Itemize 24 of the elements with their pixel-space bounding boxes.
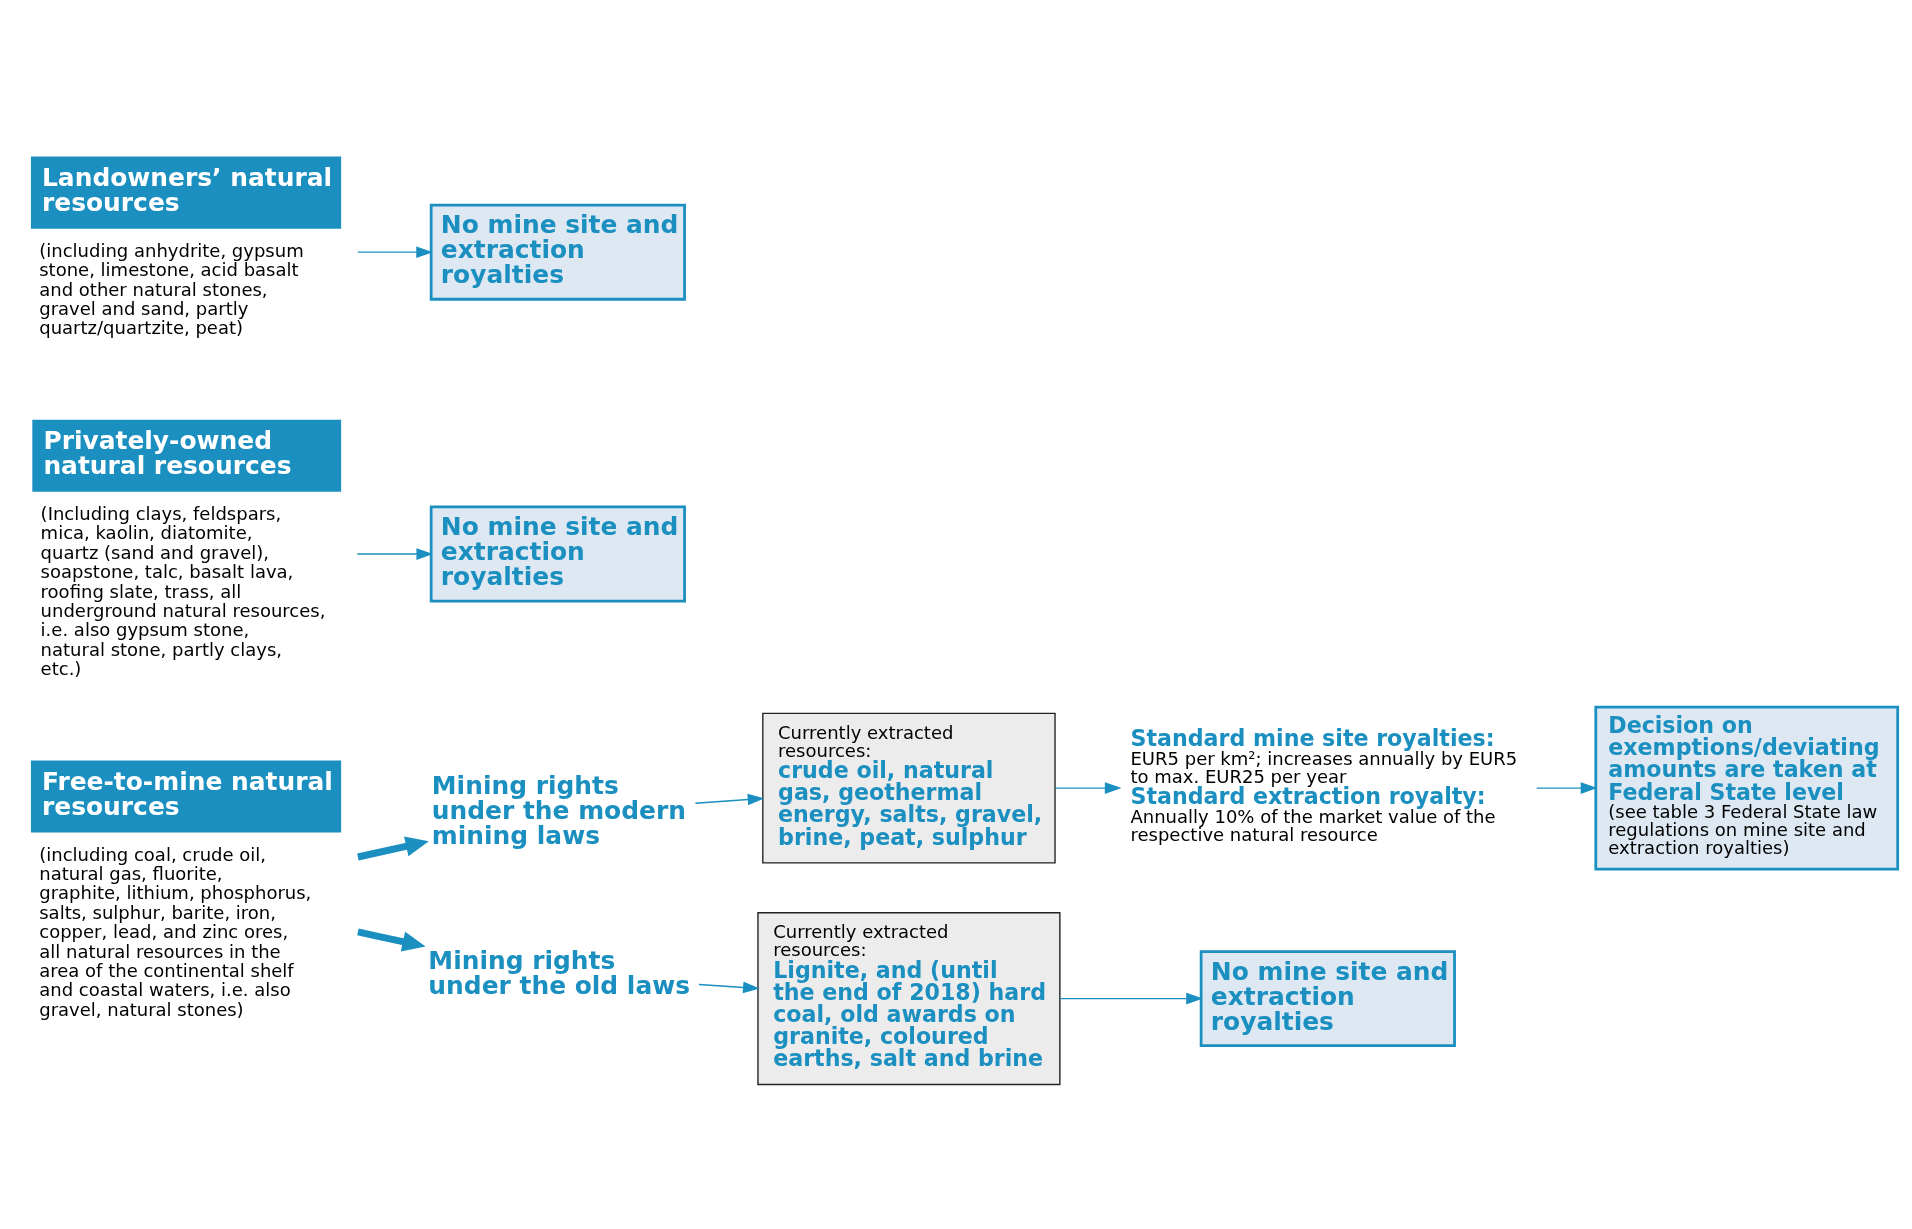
arrow <box>356 547 434 560</box>
arrow <box>357 927 426 952</box>
arrow <box>698 981 760 993</box>
arrow <box>1059 992 1203 1004</box>
node-label: (including anhydrite, gypsum stone, limestone, acid basalt and other natural stones, gravel and sand, partly quartz/quartzite, peat) <box>39 239 304 338</box>
node-text: Mining rights under the modern mining laws <box>431 770 686 850</box>
node-box: Free-to-mine natural resources <box>30 759 342 832</box>
node-box: Currently extracted resources: crude oil, natural gas, geothermal energy, salts, gravel, brine, peat, sulphur <box>762 712 1056 864</box>
node-box: No mine site and extraction royalties <box>429 505 686 603</box>
node-box: Decision on exemptions/deviating amounts are taken at Federal State level (see table 3 Federal State law regulations on mine site and extraction royalties) <box>1594 705 1900 870</box>
arrow <box>1054 781 1122 794</box>
node-box: No mine site and extraction royalties <box>1199 949 1456 1047</box>
node-box: No mine site and extraction royalties <box>429 203 686 301</box>
node-box: Landowners’ natural resources <box>30 156 342 229</box>
node-label: (Including clays, feldspars, mica, kaolin, diatomite, quartz (sand and gravel), soapstone, talc, basalt lava, roofing slate, trass, all underground natural resources, i.e. also gypsum stone, natural stone, partly clays, etc.) <box>40 502 326 679</box>
arrow <box>694 793 765 805</box>
node-box: Privately-owned natural resources <box>32 419 342 492</box>
node-text: Standard mine site royalties: EUR5 per km²; increases annually by EUR5 to max. EUR25 per year Standard extraction royalty: Annually 10% of the market value of the respective natural resource <box>1130 724 1518 845</box>
node-box: Currently extracted resources: Lignite, and (until the end of 2018) hard coal, old awards on granite, coloured earths, salt and brine <box>757 911 1061 1085</box>
arrow <box>357 245 433 258</box>
arrow <box>1536 781 1598 794</box>
node-label: (including coal, crude oil, natural gas, fluorite, graphite, lithium, phosphorus, salts, sulphur, barite, iron, copper, lead, and zinc ores, all natural resources in the area of the continental shelf and coastal waters, i.e. also gravel, natural stones) <box>39 843 312 1020</box>
arrow <box>357 835 429 860</box>
node-text: Mining rights under the old laws <box>428 945 691 1000</box>
